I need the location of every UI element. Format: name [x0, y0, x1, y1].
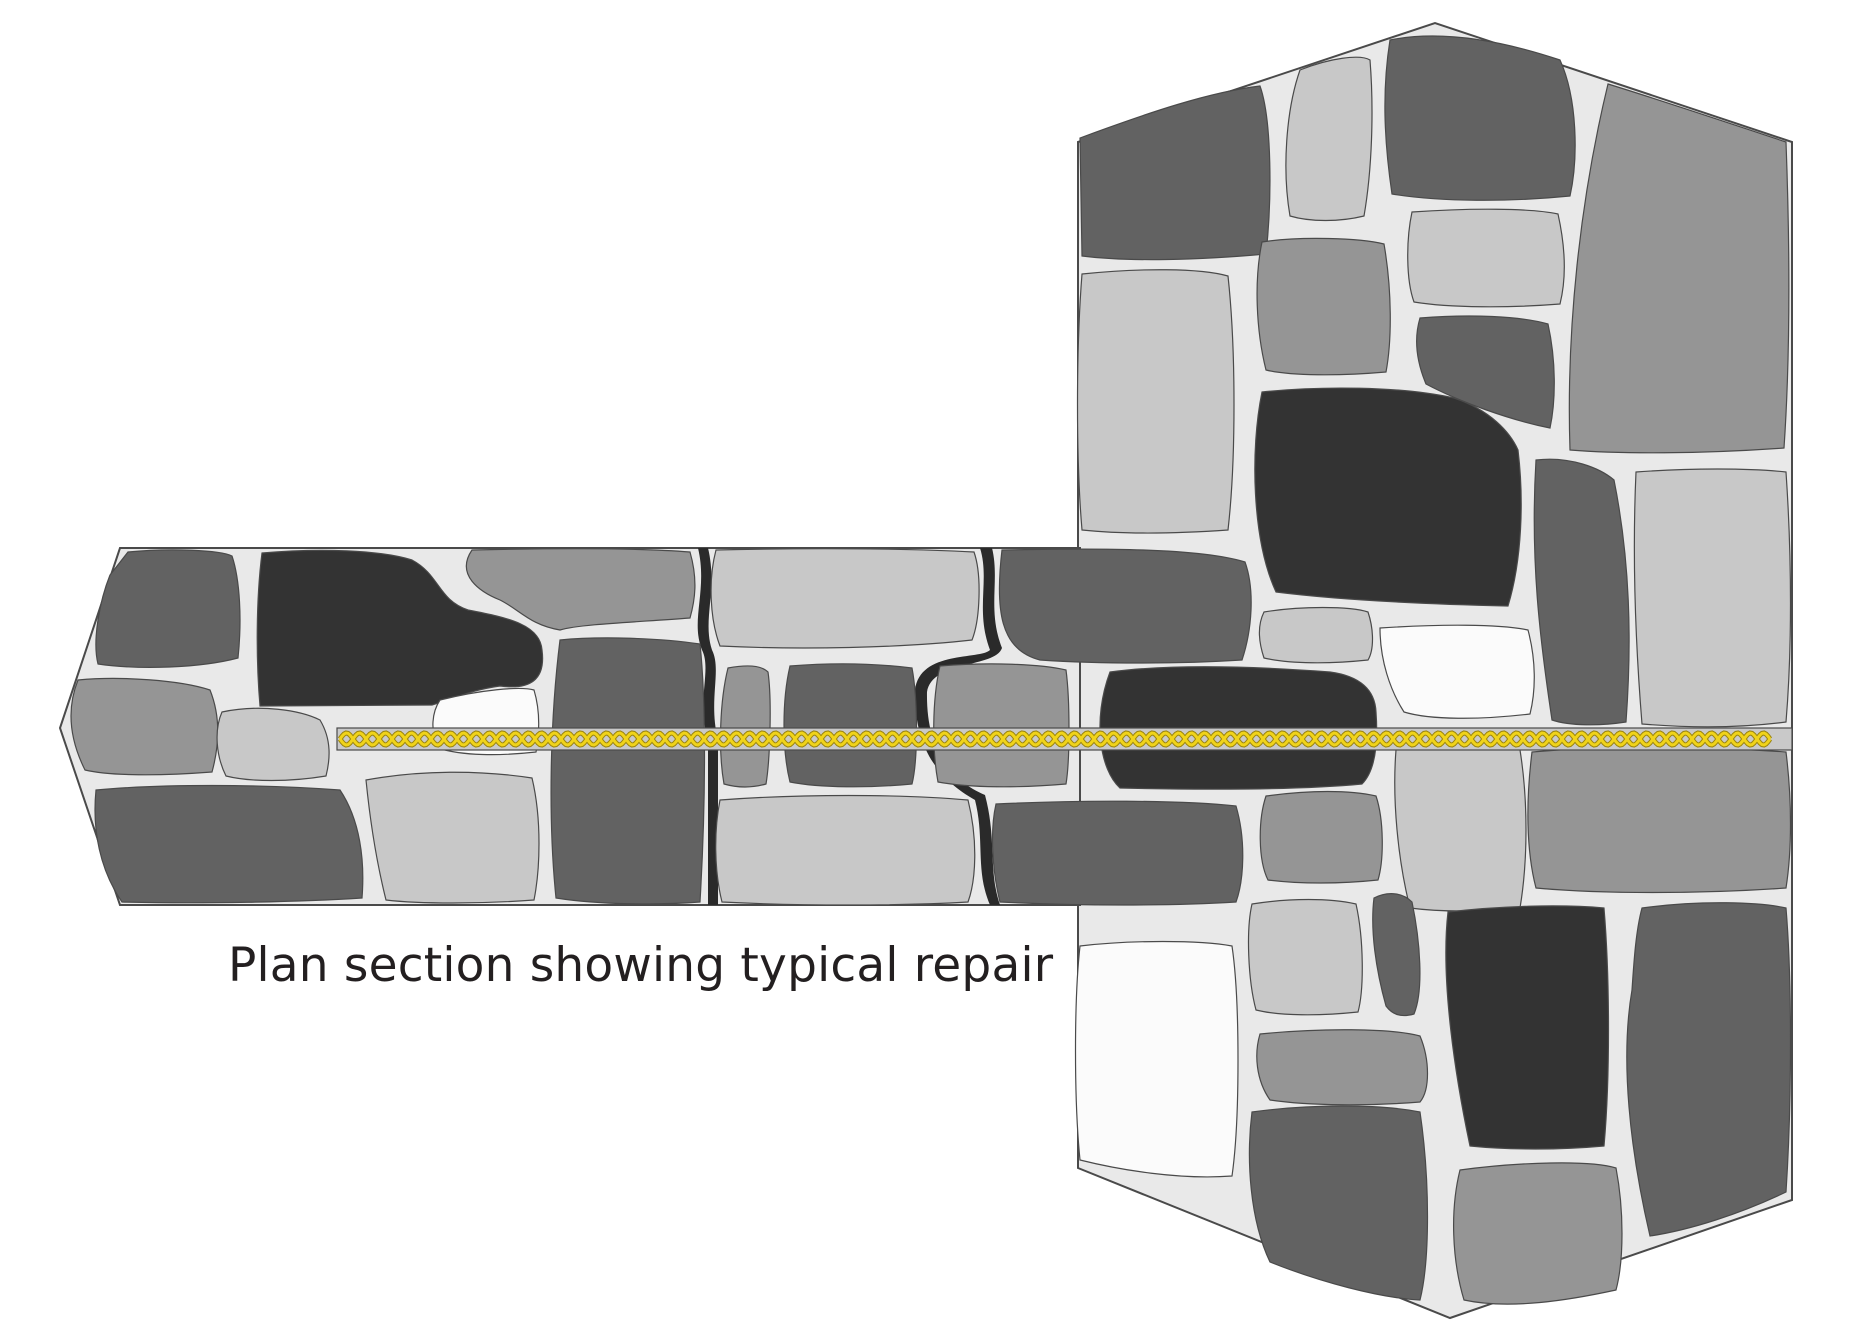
stone [783, 663, 918, 788]
stone [1533, 458, 1630, 726]
stone [719, 665, 771, 788]
stone [933, 663, 1070, 788]
stone [715, 794, 976, 906]
stone [1527, 746, 1792, 894]
stone [1079, 85, 1271, 261]
stone [1259, 790, 1383, 884]
stone [1372, 893, 1421, 1017]
crack-line [697, 548, 718, 905]
stone [365, 771, 540, 904]
main-wall-stones [70, 548, 1378, 906]
stone [550, 637, 706, 905]
stone [1254, 387, 1522, 607]
stone [1248, 1105, 1429, 1301]
helical-bar-icon [336, 727, 1793, 751]
stone [216, 707, 330, 782]
stone [1074, 940, 1239, 1178]
stone [1247, 898, 1363, 1016]
stone [1416, 315, 1555, 429]
helical-wire-strand [338, 731, 1772, 747]
stone [1258, 606, 1374, 664]
stone [1384, 35, 1576, 201]
stone [991, 800, 1244, 906]
stone [1626, 902, 1792, 1237]
stone [1445, 905, 1610, 1150]
stone [1568, 83, 1790, 454]
stone [70, 677, 219, 776]
stone [1379, 624, 1535, 719]
stone [1285, 56, 1373, 222]
stone [1453, 1162, 1623, 1305]
crack-line [914, 548, 1002, 905]
stone [94, 784, 364, 904]
stone [1256, 237, 1391, 376]
stone [998, 548, 1252, 664]
stone [1076, 269, 1235, 534]
stone [465, 548, 696, 631]
stone [1394, 744, 1527, 912]
stone [1407, 208, 1565, 308]
stone [1633, 468, 1792, 728]
stone [95, 549, 241, 668]
stone [256, 549, 544, 707]
pier-stones [1074, 35, 1792, 1305]
crack [697, 548, 1002, 905]
helical-wire [337, 730, 1773, 748]
stone [710, 548, 980, 649]
stone [1256, 1029, 1429, 1106]
diagram-caption: Plan section showing typical repair [228, 938, 1054, 993]
